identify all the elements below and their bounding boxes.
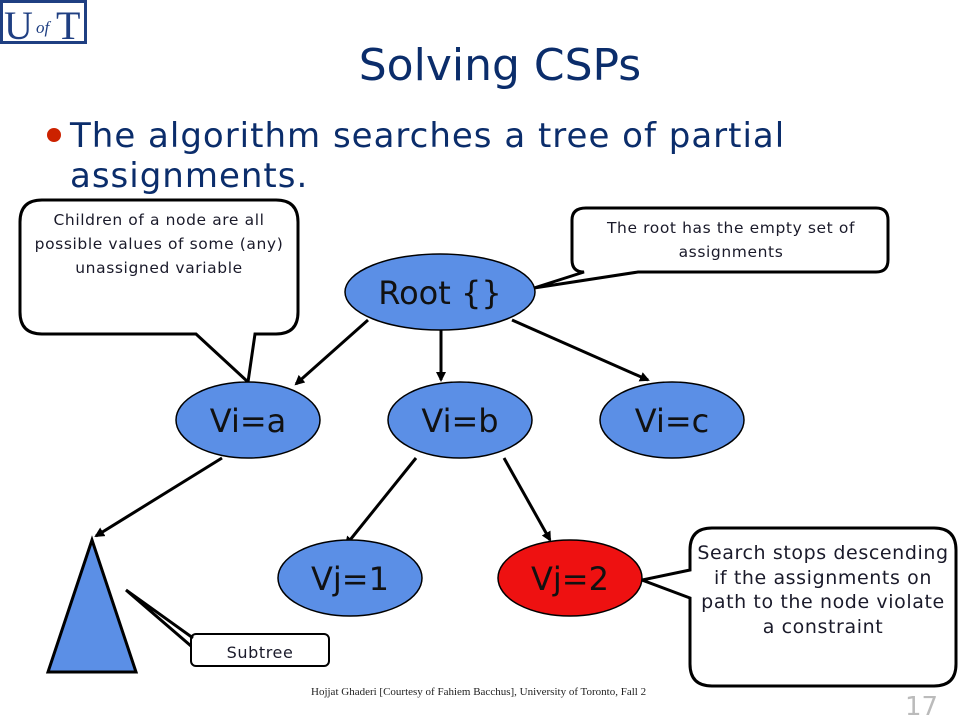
edge-root-to-vi-a xyxy=(294,318,369,386)
bullet-dot-icon xyxy=(47,128,61,142)
callout-subtree-text: Subtree xyxy=(226,643,294,662)
node-vj-1-label: Vj=1 xyxy=(311,560,389,598)
callout-children-bubble xyxy=(18,198,300,386)
edge-vi-b-to-vj-1 xyxy=(344,457,418,547)
node-vi-a-label: Vi=a xyxy=(210,402,287,440)
node-vi-b: Vi=b xyxy=(387,381,533,459)
callout-root-text: The root has the empty set of assignment… xyxy=(606,219,856,261)
slide-title: Solving CSPs xyxy=(358,40,642,91)
node-vi-b-label: Vi=b xyxy=(421,402,498,440)
callout-stops-text: Search stops descending if the assignmen… xyxy=(697,542,949,638)
edge-root-to-vi-c xyxy=(511,318,650,382)
node-vj-2-label: Vj=2 xyxy=(531,560,609,598)
logo-letters-of: of xyxy=(36,18,52,37)
callout-subtree-box xyxy=(190,633,330,667)
node-vi-c-label: Vi=c xyxy=(635,402,709,440)
node-vi-a: Vi=a xyxy=(175,381,321,459)
callout-stops-bubble xyxy=(636,526,958,688)
slide-footer: Hojjat Ghaderi [Courtesy of Fahiem Bacch… xyxy=(311,686,647,698)
callout-root-bubble xyxy=(533,206,890,290)
callout-children-text: Children of a node are all possible valu… xyxy=(34,211,284,277)
callout-subtree-pointer xyxy=(125,588,194,648)
bullet-text: The algorithm searches a tree of partial… xyxy=(70,116,786,196)
logo-letter-u: U xyxy=(4,3,33,44)
edge-vi-b-to-vj-2 xyxy=(502,457,552,542)
slide-number: 17 xyxy=(905,692,939,722)
node-root: Root {} xyxy=(344,253,536,331)
node-vi-c: Vi=c xyxy=(599,381,745,459)
node-root-label: Root {} xyxy=(378,274,501,312)
university-of-toronto-logo: U of T xyxy=(0,0,87,44)
logo-inner-panel xyxy=(3,3,84,41)
edge-vi-a-to-subtree xyxy=(94,456,223,538)
subtree-triangle xyxy=(45,535,139,674)
node-vj-2: Vj=2 xyxy=(497,539,643,617)
node-vj-1: Vj=1 xyxy=(277,539,423,617)
logo-letter-t: T xyxy=(56,3,80,44)
